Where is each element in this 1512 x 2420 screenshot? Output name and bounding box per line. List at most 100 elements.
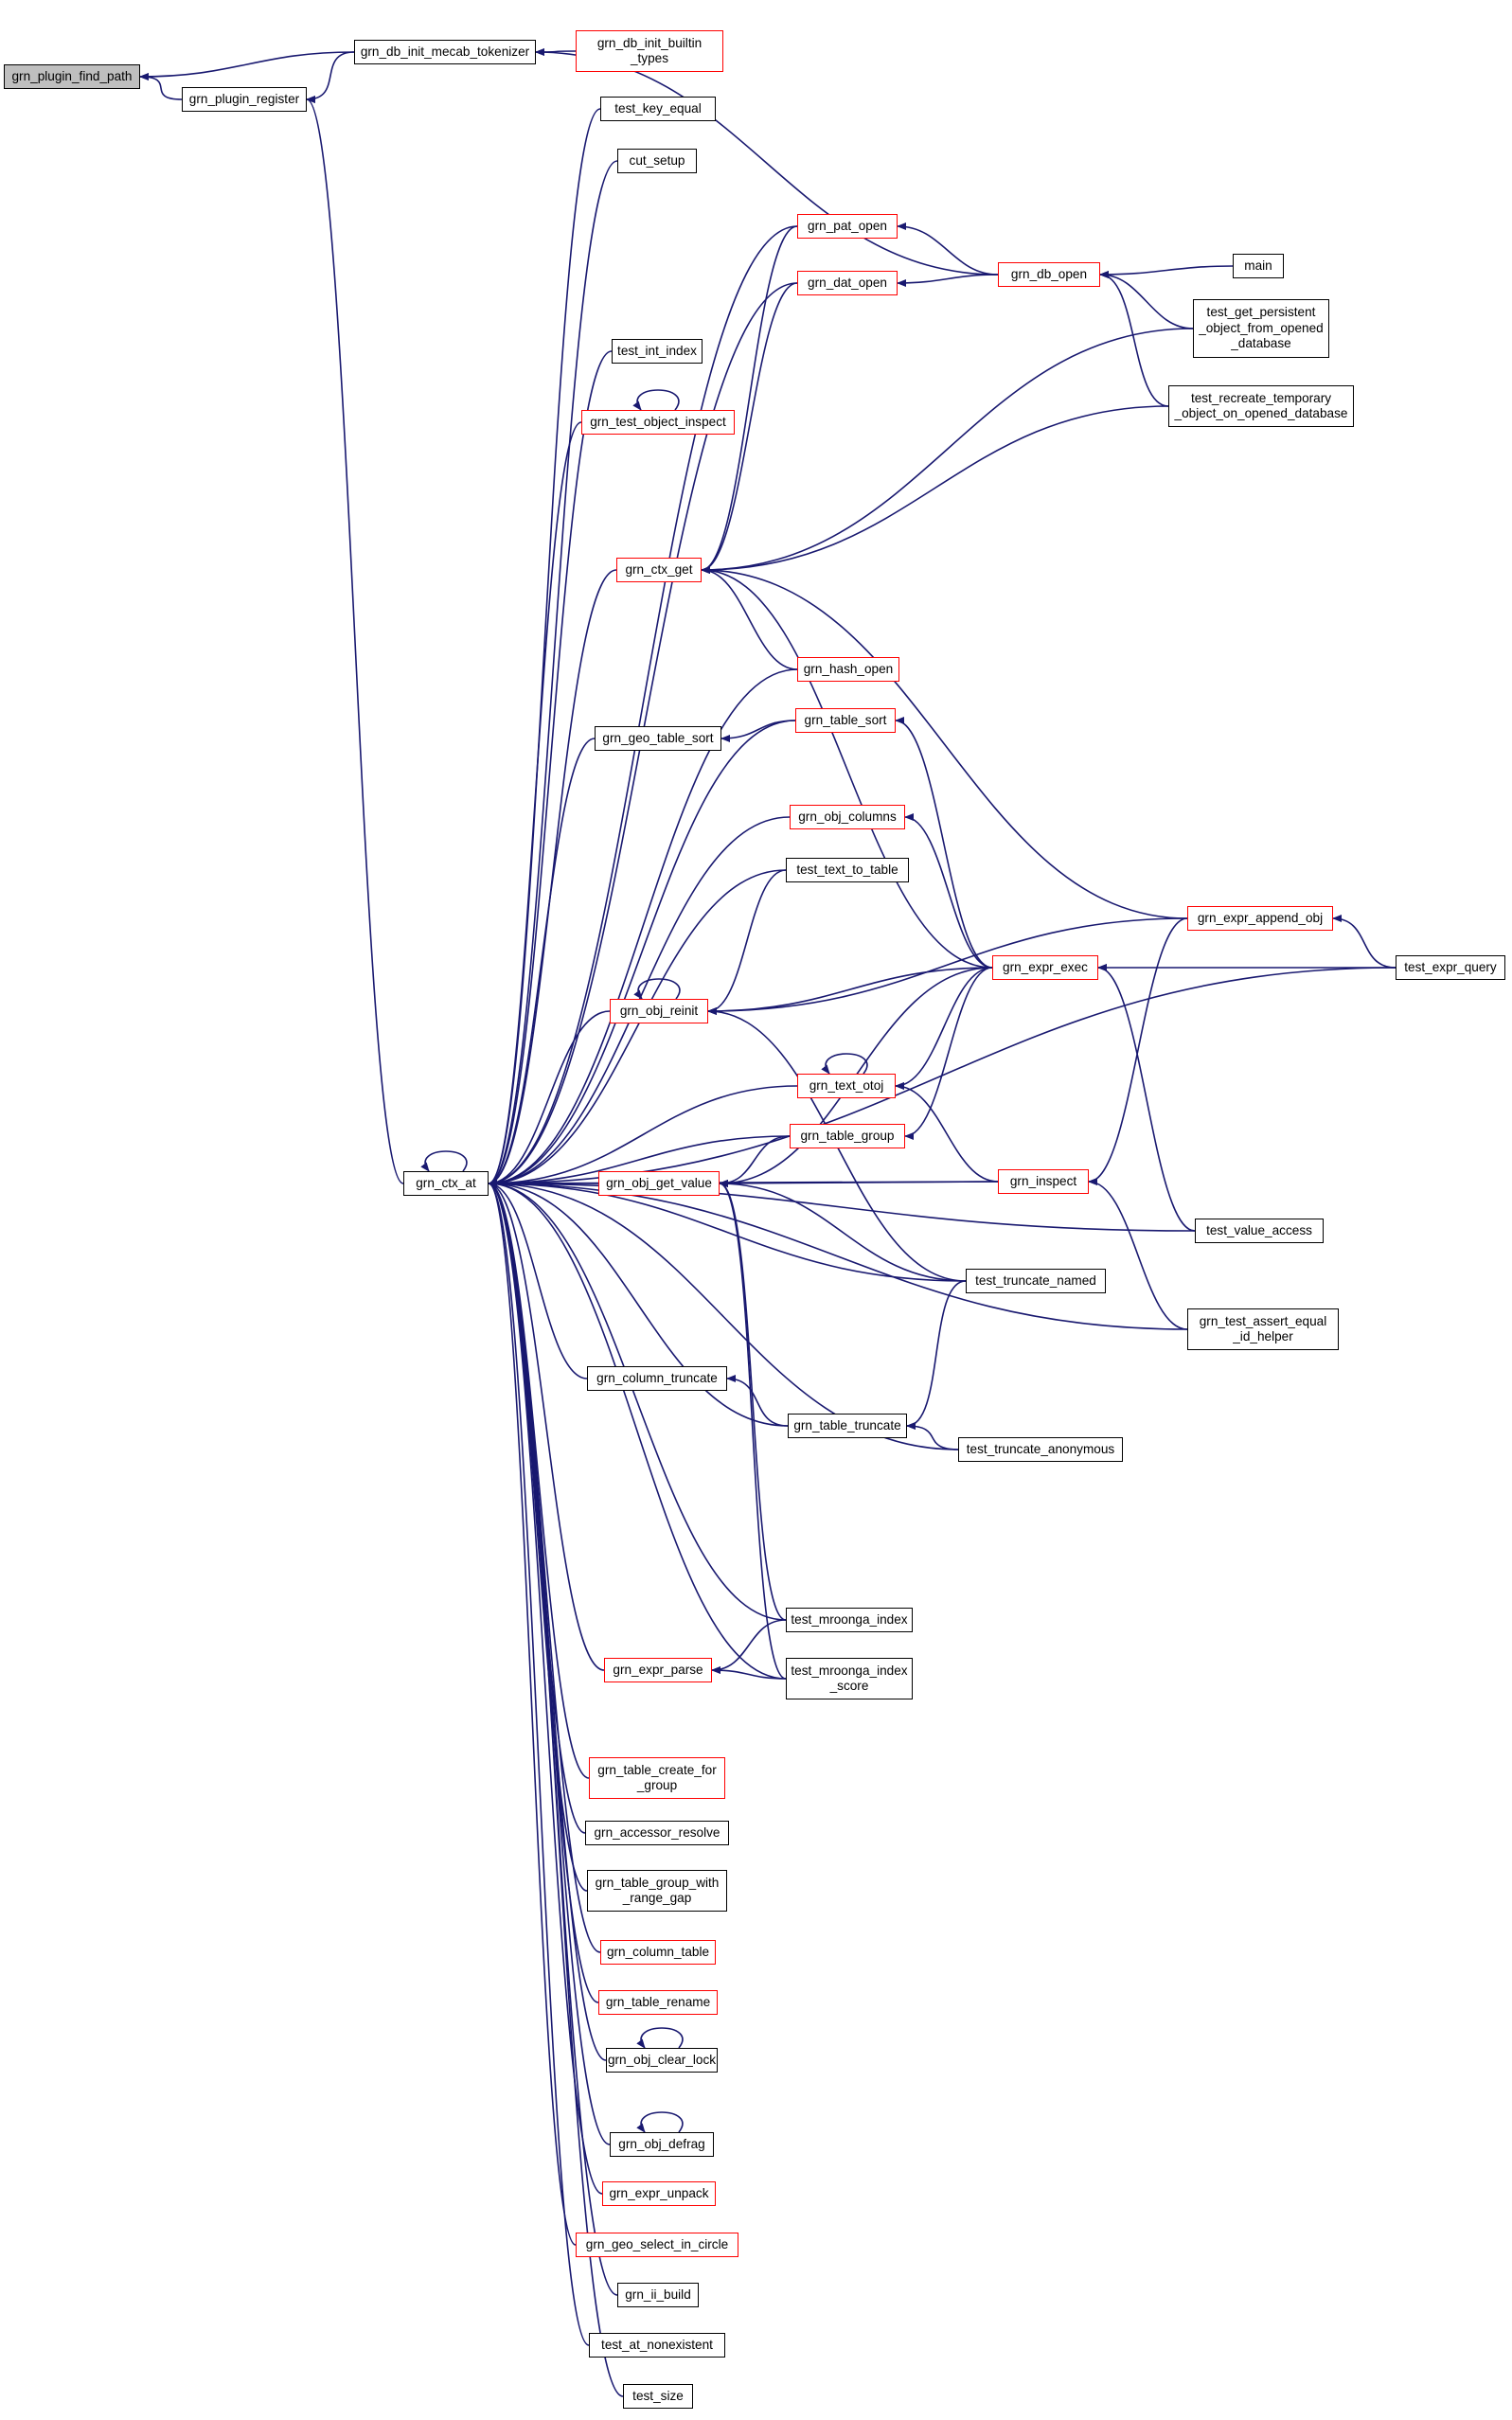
- edge-register-to-find-path: [139, 73, 183, 100]
- node-obj-columns[interactable]: grn_obj_columns: [790, 805, 905, 829]
- edge-append-obj-to-inspect: [1088, 917, 1188, 1185]
- node-geo-circle[interactable]: grn_geo_select_in_circle: [576, 2233, 738, 2257]
- edge-db-open-to-pat-open: [897, 222, 999, 276]
- node-mroonga[interactable]: test_mroonga_index: [786, 1608, 913, 1632]
- edge-expr-unpack-to-ctx-at: [488, 1180, 603, 2195]
- node-obj-inspect[interactable]: grn_test_object_inspect: [581, 410, 735, 435]
- node-text-to-table[interactable]: test_text_to_table: [786, 858, 909, 882]
- edge-col-table-to-ctx-at: [488, 1180, 601, 1953]
- node-find-path[interactable]: grn_plugin_find_path: [4, 64, 140, 89]
- edge-defrag-to-defrag: [636, 2111, 684, 2133]
- node-ctx-at[interactable]: grn_ctx_at: [403, 1171, 489, 1196]
- edge-obj-reinit-to-ctx-at: [488, 1010, 611, 1187]
- node-acc-resolve[interactable]: grn_accessor_resolve: [585, 1821, 729, 1845]
- node-get-value[interactable]: grn_obj_get_value: [598, 1171, 720, 1196]
- edge-append-obj-to-obj-reinit: [707, 917, 1188, 1015]
- node-obj-reinit[interactable]: grn_obj_reinit: [610, 999, 708, 1023]
- node-append-obj[interactable]: grn_expr_append_obj: [1187, 906, 1333, 931]
- edge-pat-open-to-ctx-get: [701, 225, 798, 574]
- node-defrag[interactable]: grn_obj_defrag: [610, 2132, 714, 2157]
- edge-expr-exec-to-obj-reinit: [707, 967, 993, 1015]
- node-trunc-anon[interactable]: test_truncate_anonymous: [958, 1437, 1123, 1462]
- edge-defrag-to-ctx-at: [488, 1180, 611, 2145]
- node-key-equal[interactable]: test_key_equal: [600, 97, 716, 121]
- node-expr-query[interactable]: test_expr_query: [1396, 955, 1505, 980]
- node-expr-unpack[interactable]: grn_expr_unpack: [602, 2181, 716, 2206]
- node-test-size[interactable]: test_size: [623, 2384, 693, 2409]
- node-trunc-named[interactable]: test_truncate_named: [966, 1269, 1106, 1293]
- edge-expr-exec-to-table-group: [904, 967, 993, 1140]
- node-geo-sort[interactable]: grn_geo_table_sort: [595, 726, 721, 751]
- edge-table-group-to-get-value: [719, 1135, 791, 1187]
- node-inspect[interactable]: grn_inspect: [998, 1169, 1089, 1194]
- edge-db-open-to-mecab: [535, 48, 999, 276]
- edge-pat-open-to-ctx-at: [488, 225, 798, 1187]
- edge-inspect-to-text-otoj: [895, 1082, 999, 1183]
- node-table-sort[interactable]: grn_table_sort: [795, 708, 896, 733]
- edge-expr-exec-to-table-sort: [895, 717, 993, 969]
- node-int-index[interactable]: test_int_index: [612, 339, 703, 364]
- edge-table-sort-to-geo-sort: [720, 720, 796, 742]
- edge-assert-equal-to-inspect: [1088, 1178, 1188, 1330]
- edge-col-truncate-to-ctx-at: [488, 1180, 588, 1379]
- node-expr-exec[interactable]: grn_expr_exec: [992, 955, 1098, 980]
- node-ctx-get[interactable]: grn_ctx_get: [616, 558, 702, 582]
- edge-inspect-to-get-value: [719, 1179, 999, 1187]
- node-persistent[interactable]: test_get_persistent _object_from_opened …: [1193, 299, 1329, 358]
- node-table-rename[interactable]: grn_table_rename: [598, 1990, 718, 2015]
- node-nonexistent[interactable]: test_at_nonexistent: [589, 2333, 725, 2358]
- edge-expr-parse-to-ctx-at: [488, 1180, 605, 1671]
- edge-geo-sort-to-ctx-at: [488, 738, 596, 1187]
- edge-nonexistent-to-ctx-at: [488, 1180, 590, 2346]
- node-mecab[interactable]: grn_db_init_mecab_tokenizer: [354, 40, 536, 64]
- edge-text-to-table-to-obj-reinit: [707, 869, 787, 1015]
- node-mroonga-score[interactable]: test_mroonga_index _score: [786, 1658, 913, 1699]
- node-table-truncate[interactable]: grn_table_truncate: [788, 1414, 907, 1438]
- edge-hash-open-to-ctx-at: [488, 668, 798, 1187]
- edge-expr-exec-to-obj-columns: [904, 813, 993, 969]
- edge-dat-open-to-ctx-get: [701, 282, 798, 574]
- edge-mecab-to-find-path: [139, 51, 355, 80]
- node-ii-build[interactable]: grn_ii_build: [617, 2283, 699, 2307]
- edge-cut-setup-to-ctx-at: [488, 160, 618, 1187]
- node-cut-setup[interactable]: cut_setup: [617, 149, 697, 173]
- node-db-open[interactable]: grn_db_open: [998, 262, 1100, 287]
- edge-table-truncate-to-ctx-at: [488, 1180, 789, 1427]
- node-register[interactable]: grn_plugin_register: [182, 87, 307, 112]
- node-dat-open[interactable]: grn_dat_open: [797, 271, 898, 295]
- edge-mecab-to-register: [306, 51, 355, 103]
- edge-value-access-to-expr-exec: [1097, 964, 1196, 1232]
- node-builtin[interactable]: grn_db_init_builtin _types: [576, 30, 723, 72]
- edge-trunc-named-to-table-truncate: [906, 1280, 967, 1430]
- edge-persistent-to-db-open: [1099, 271, 1194, 329]
- node-group-range[interactable]: grn_table_group_with _range_gap: [587, 1870, 727, 1912]
- edge-expr-exec-to-text-otoj: [895, 967, 993, 1090]
- node-recreate[interactable]: test_recreate_temporary _object_on_opene…: [1168, 385, 1354, 427]
- node-table-group[interactable]: grn_table_group: [790, 1124, 905, 1148]
- edge-trunc-anon-to-table-truncate: [906, 1422, 959, 1450]
- node-col-truncate[interactable]: grn_column_truncate: [587, 1366, 727, 1391]
- node-value-access[interactable]: test_value_access: [1195, 1219, 1324, 1243]
- node-col-table[interactable]: grn_column_table: [600, 1940, 716, 1965]
- edge-mroonga-score-to-ctx-at: [488, 1180, 787, 1680]
- node-pat-open[interactable]: grn_pat_open: [797, 214, 898, 239]
- edge-clear-lock-to-clear-lock: [636, 2027, 684, 2049]
- edge-create-group-to-ctx-at: [488, 1180, 590, 1779]
- edge-text-otoj-to-ctx-at: [488, 1085, 798, 1187]
- edge-persistent-to-ctx-get: [701, 328, 1194, 574]
- node-clear-lock[interactable]: grn_obj_clear_lock: [606, 2048, 718, 2073]
- edge-test-size-to-ctx-at: [488, 1180, 624, 2397]
- node-expr-parse[interactable]: grn_expr_parse: [604, 1658, 712, 1682]
- node-assert-equal[interactable]: grn_test_assert_equal _id_helper: [1187, 1308, 1339, 1350]
- edge-hash-open-to-ctx-get: [701, 566, 798, 670]
- node-text-otoj[interactable]: grn_text_otoj: [797, 1074, 896, 1098]
- edge-int-index-to-ctx-at: [488, 350, 613, 1187]
- node-create-group[interactable]: grn_table_create_for _group: [589, 1757, 725, 1799]
- edge-mroonga-to-ctx-at: [488, 1180, 787, 1621]
- edge-layer: [139, 47, 1396, 2397]
- edge-table-truncate-to-col-truncate: [726, 1375, 789, 1427]
- node-main[interactable]: main: [1233, 254, 1284, 278]
- node-hash-open[interactable]: grn_hash_open: [797, 657, 899, 682]
- edge-table-group-to-ctx-at: [488, 1135, 791, 1187]
